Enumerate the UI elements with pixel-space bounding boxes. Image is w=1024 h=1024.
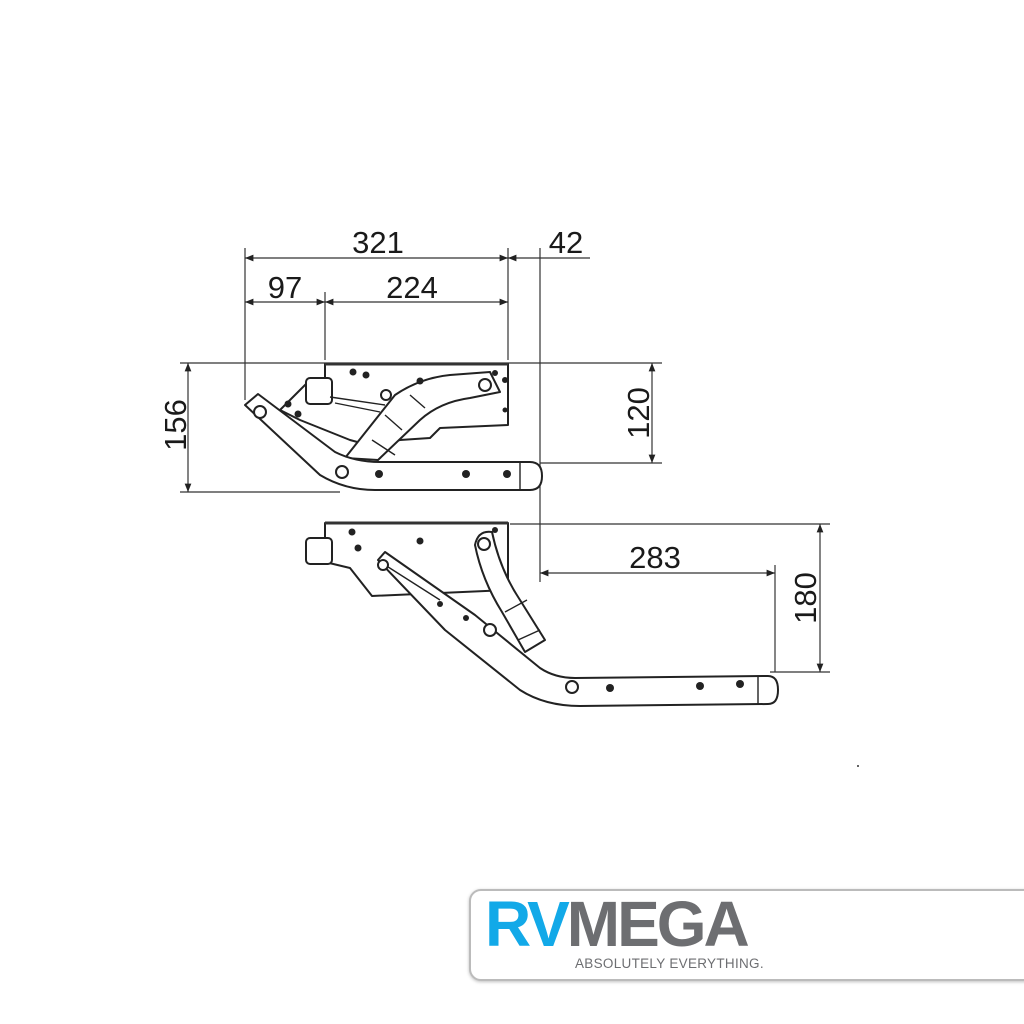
dimension-lines — [184, 254, 824, 672]
logo-tagline: ABSOLUTELY EVERYTHING. — [575, 956, 764, 971]
step-mechanism-closed — [244, 362, 543, 491]
dim-label-180: 180 — [788, 572, 823, 624]
step-mechanism-open — [305, 521, 779, 707]
dim-label-224: 224 — [386, 270, 438, 305]
dim-label-156: 156 — [158, 399, 193, 451]
dim-label-42: 42 — [549, 225, 583, 260]
dim-label-120: 120 — [621, 387, 656, 439]
logo-mega: MEGA — [566, 888, 750, 960]
logo-rv: RV — [485, 888, 570, 960]
dim-label-321: 321 — [352, 225, 404, 260]
dim-label-283: 283 — [629, 540, 681, 575]
dim-label-97: 97 — [268, 270, 302, 305]
